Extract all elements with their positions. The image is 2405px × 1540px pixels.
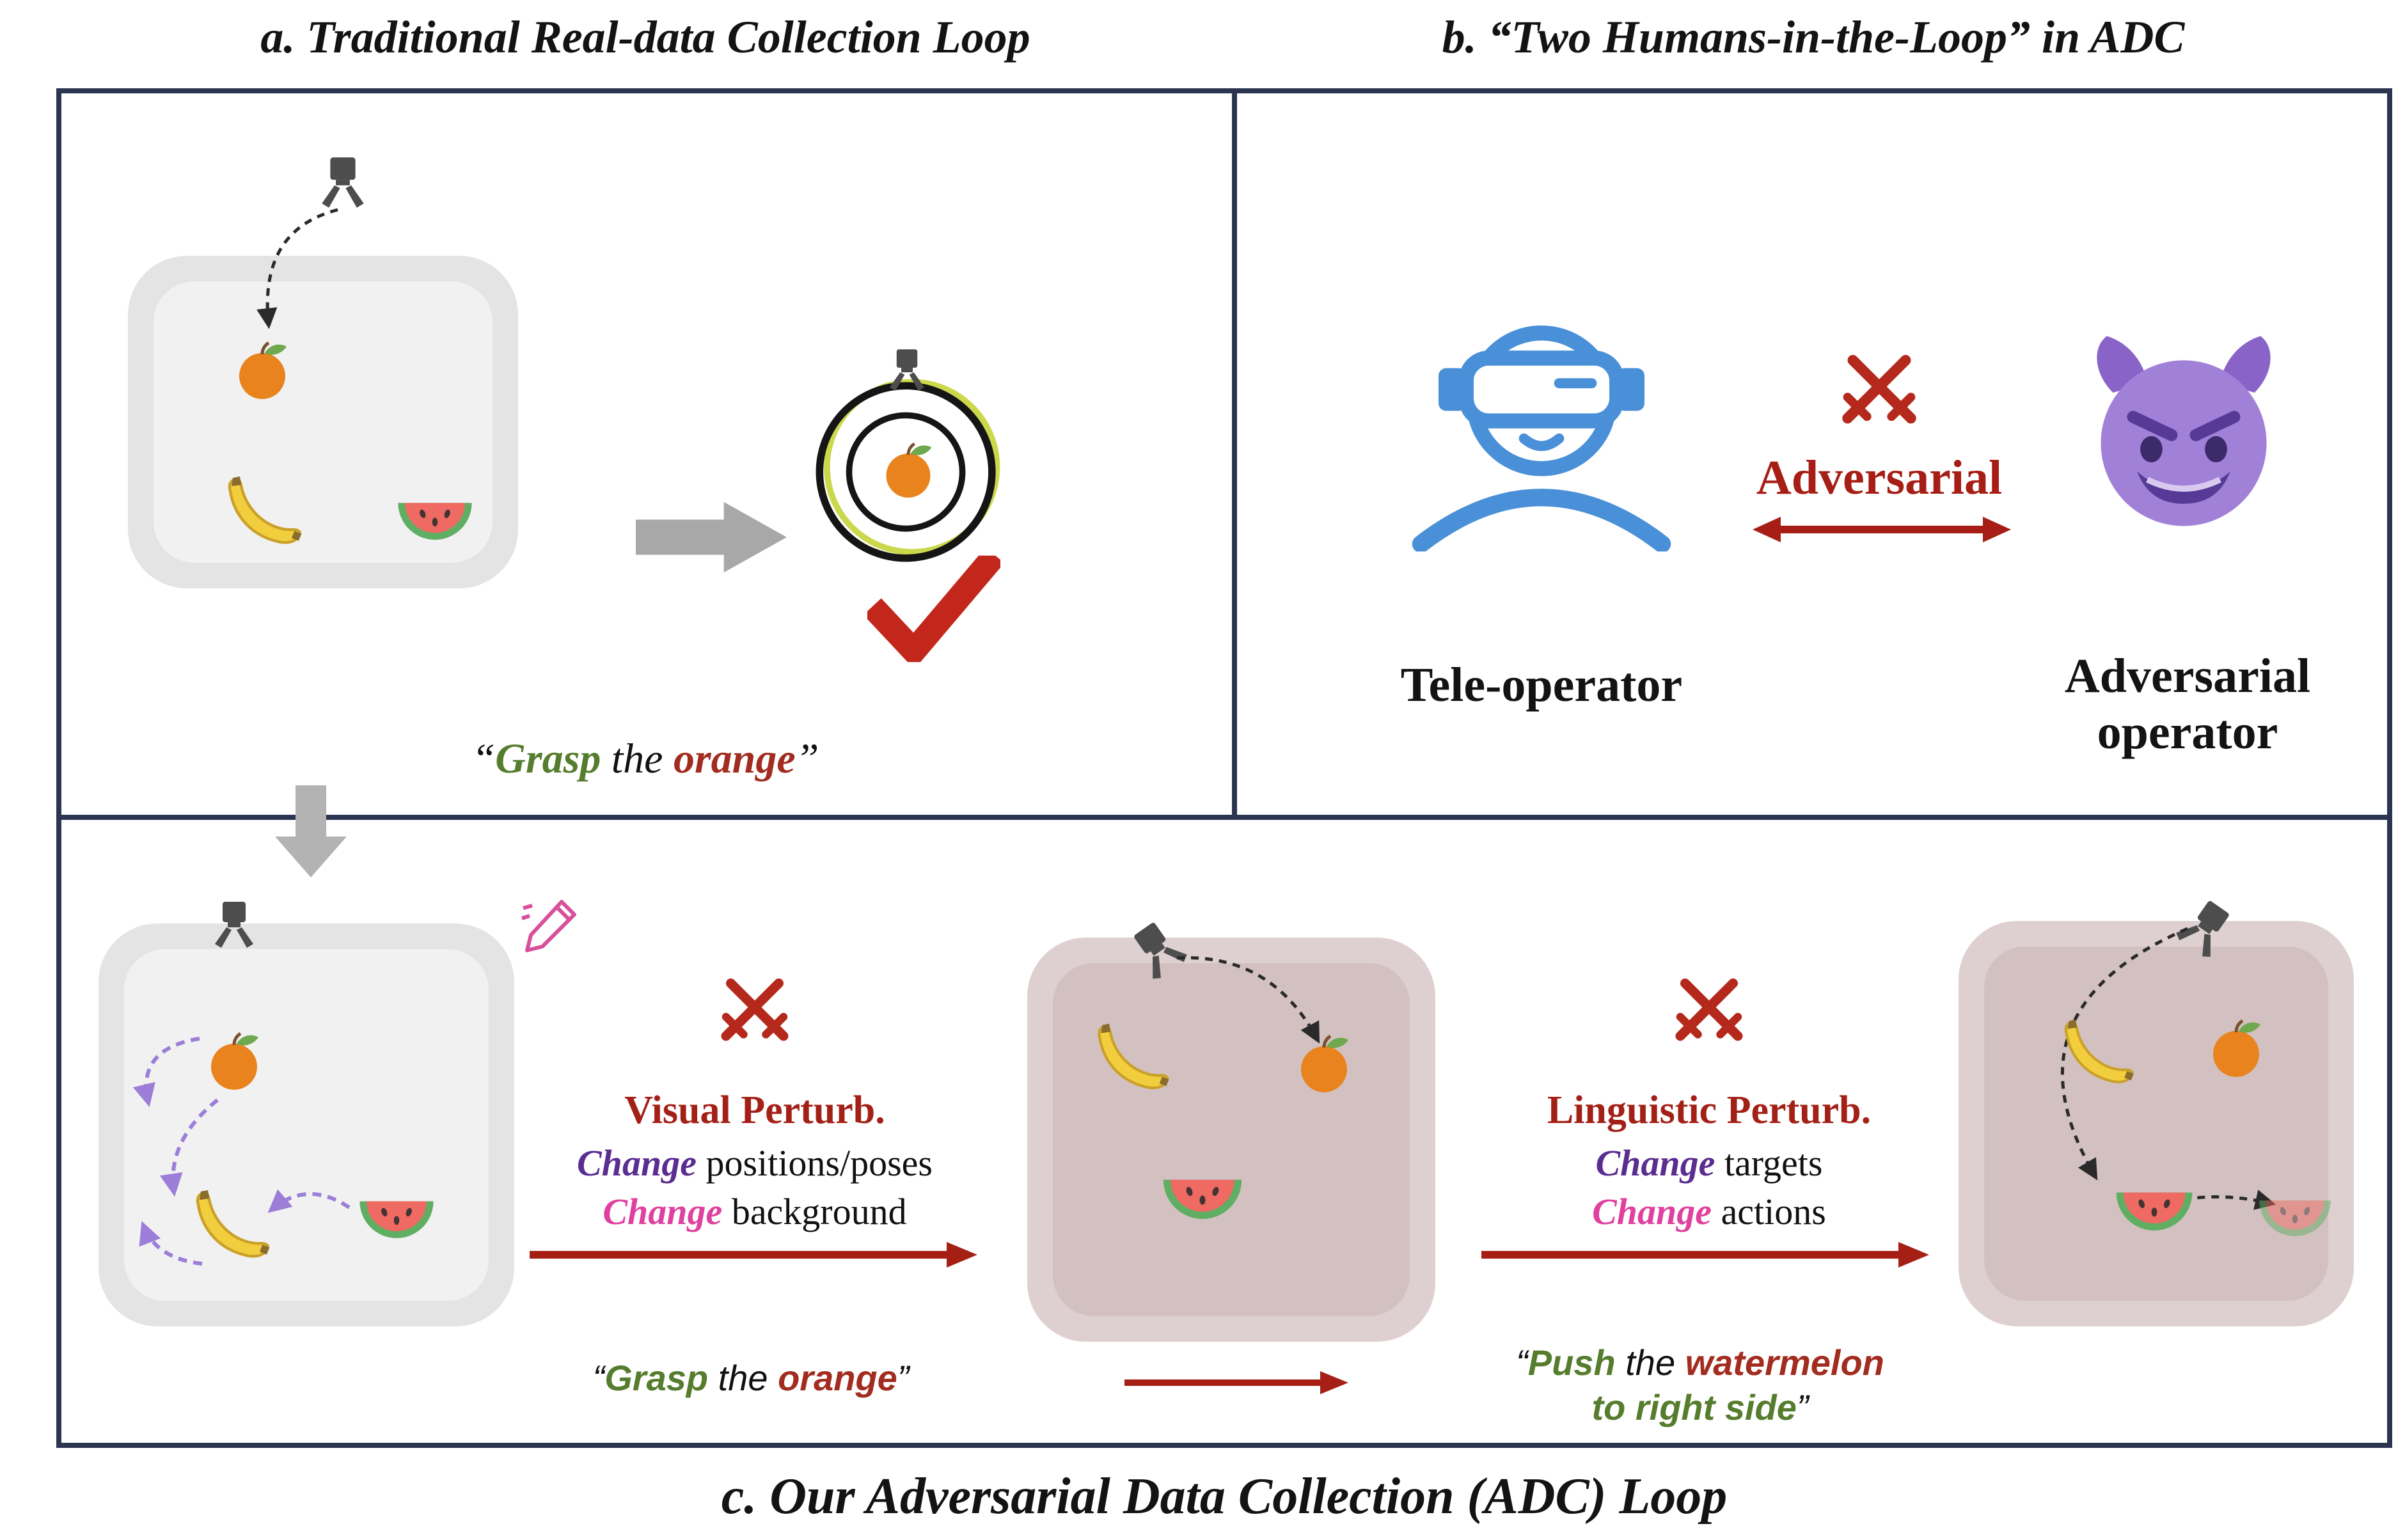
- command-direction: to right side: [1591, 1388, 1797, 1427]
- panel-b-title: b. “Two Humans-in-the-Loop” in ADC: [1442, 12, 2185, 63]
- visual-perturb-line1: Change positions/poses: [537, 1143, 972, 1186]
- watermelon-icon: [1159, 1168, 1246, 1227]
- command-target: orange: [778, 1358, 897, 1398]
- change-rest: positions/poses: [696, 1143, 933, 1184]
- tray-scene-c-left: [99, 923, 514, 1326]
- visual-perturb-arrow: [530, 1242, 977, 1268]
- vr-teleoperator-icon: [1403, 299, 1680, 553]
- watermelon-icon: [394, 491, 476, 547]
- banana-icon: [217, 469, 307, 559]
- pencil-icon: [519, 893, 581, 954]
- linguistic-perturb-arrow: [1481, 1242, 1929, 1268]
- watermelon-icon: [2112, 1181, 2196, 1238]
- quote-open: “: [592, 1358, 605, 1398]
- visual-perturb-heading: Visual Perturb.: [624, 1087, 885, 1132]
- command-mid: the: [1615, 1343, 1685, 1383]
- block-arrow-down-icon: [275, 785, 347, 877]
- command-mid: the: [708, 1358, 778, 1398]
- command-grasp-orange: “Grasp the orange”: [56, 737, 1234, 784]
- change-word: Change: [603, 1192, 723, 1233]
- gripper-approach-arrow: [1176, 956, 1320, 1044]
- block-arrow-right-icon: [636, 501, 787, 573]
- linguistic-perturb-line2: Change actions: [1498, 1192, 1920, 1234]
- command-verb: Grasp: [495, 737, 601, 783]
- change-rest: actions: [1712, 1192, 1826, 1233]
- tray-surface-c-middle: [1053, 963, 1410, 1316]
- change-word: Change: [1592, 1192, 1712, 1233]
- orange-icon: [2205, 1018, 2267, 1080]
- command-after-line1: “Push the watermelon: [1431, 1340, 1969, 1385]
- adversarial-operator-line1: Adversarial: [2064, 650, 2311, 703]
- change-rest: background: [722, 1192, 907, 1233]
- gripper-approach-arrow: [256, 208, 338, 329]
- change-rest: targets: [1715, 1143, 1823, 1184]
- change-word: Change: [577, 1143, 697, 1184]
- command-after: “Push the watermelon to right side”: [1431, 1340, 1969, 1430]
- crossed-swords-icon: [1671, 972, 1747, 1049]
- command-verb: Grasp: [604, 1358, 709, 1398]
- banana-icon: [2054, 1013, 2139, 1097]
- command-target: orange: [674, 737, 796, 783]
- quote-close: ”: [795, 737, 819, 783]
- command-before: “Grasp the orange”: [482, 1358, 1020, 1399]
- command-after-line2: to right side”: [1431, 1385, 1969, 1430]
- adversarial-operator-label: Adversarial operator: [2008, 650, 2367, 762]
- quote-close: ”: [1796, 1388, 1809, 1427]
- adversarial-label: Adversarial: [1756, 452, 2003, 505]
- command-transition-arrow: [1124, 1371, 1348, 1394]
- check-icon: [867, 555, 1000, 663]
- robot-gripper-icon: [209, 900, 260, 957]
- panel-c-title: c. Our Adversarial Data Collection (ADC)…: [721, 1467, 1728, 1525]
- banana-icon: [1087, 1017, 1174, 1104]
- linguistic-perturb-line1: Change targets: [1498, 1143, 1920, 1186]
- command-target: watermelon: [1685, 1343, 1884, 1383]
- tray-scene-c-middle: [1027, 938, 1435, 1342]
- orange-icon: [879, 441, 938, 500]
- crossed-swords-icon: [716, 972, 793, 1049]
- linguistic-perturb-heading: Linguistic Perturb.: [1547, 1087, 1872, 1132]
- perturbation-motion-arrows: [132, 1037, 351, 1266]
- divider-vertical: [1232, 88, 1237, 820]
- tray-scene-c-right: [1959, 921, 2354, 1326]
- orange-icon: [1293, 1033, 1355, 1095]
- change-word: Change: [1595, 1143, 1715, 1184]
- quote-open: “: [471, 737, 496, 783]
- watermelon-ghost-icon: [2255, 1190, 2335, 1243]
- quote-open: “: [1516, 1343, 1528, 1383]
- figure-outer-border: [56, 88, 2392, 1448]
- orange-icon: [232, 340, 293, 402]
- tray-surface-c-left: [124, 949, 489, 1301]
- tele-operator-label: Tele-operator: [1400, 659, 1683, 712]
- robot-gripper-icon: [884, 348, 930, 399]
- divider-horizontal: [56, 815, 2392, 820]
- panel-a-title: a. Traditional Real-data Collection Loop: [260, 12, 1030, 63]
- tray-surface-c-right: [1984, 947, 2328, 1301]
- adversarial-double-arrow: [1753, 517, 2011, 542]
- quote-close: ”: [897, 1358, 910, 1398]
- adversarial-operator-line2: operator: [2097, 705, 2278, 760]
- devil-icon: [2083, 330, 2285, 532]
- command-verb: Push: [1527, 1343, 1616, 1383]
- visual-perturb-line2: Change background: [537, 1192, 972, 1234]
- command-mid: the: [601, 737, 674, 783]
- crossed-swords-icon: [1837, 348, 1921, 432]
